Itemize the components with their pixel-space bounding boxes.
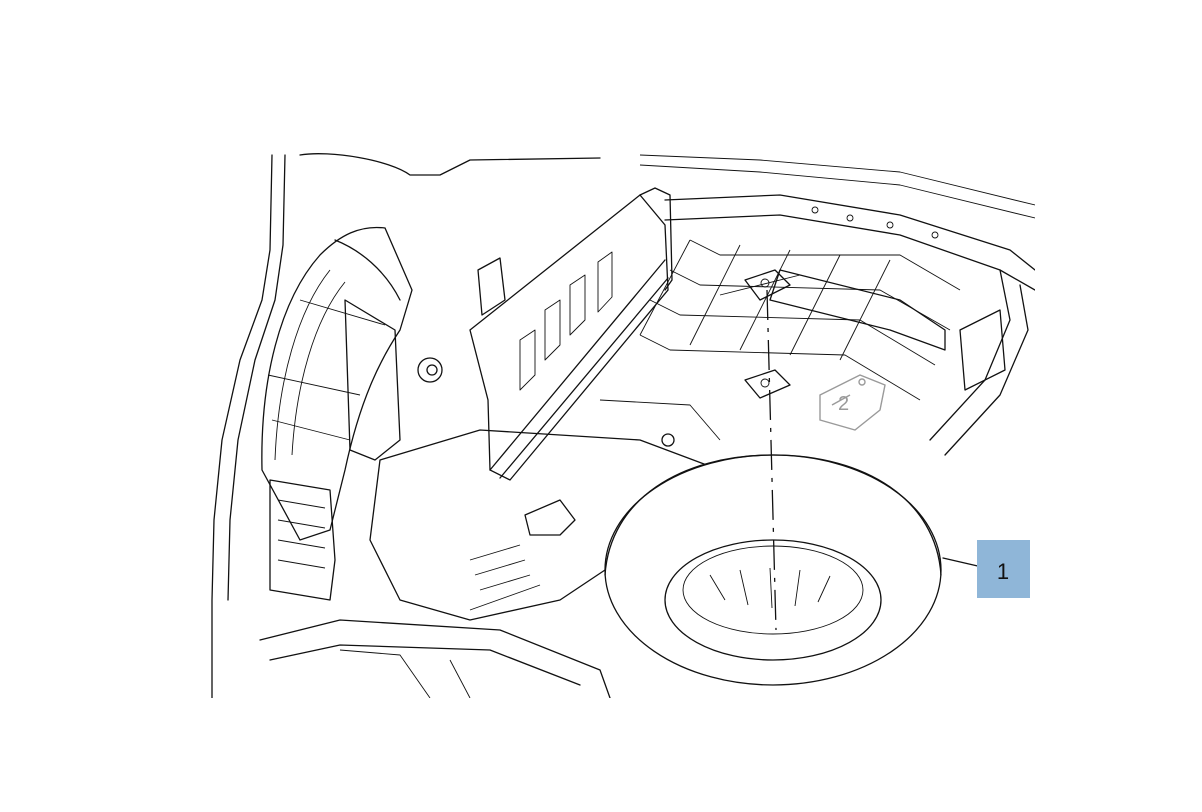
left-wheelhouse bbox=[261, 226, 413, 541]
callout-1: 1 bbox=[942, 540, 1030, 598]
hoist-centerline bbox=[766, 289, 777, 631]
callout-2-label: 2 bbox=[838, 393, 849, 415]
left-inner-panel bbox=[269, 299, 443, 601]
retainer-bracket bbox=[819, 374, 886, 431]
right-frame-rail bbox=[664, 194, 1035, 456]
callout-1-box bbox=[977, 540, 1030, 598]
rear-body-outline bbox=[211, 153, 1035, 698]
floor-ribs bbox=[639, 239, 1006, 401]
spare-tire-hoist bbox=[719, 269, 801, 399]
spare-tire bbox=[604, 454, 942, 686]
callout-2: 2 bbox=[838, 393, 849, 415]
rear-cross-member bbox=[469, 187, 673, 481]
callout-1-label: 1 bbox=[997, 559, 1009, 584]
